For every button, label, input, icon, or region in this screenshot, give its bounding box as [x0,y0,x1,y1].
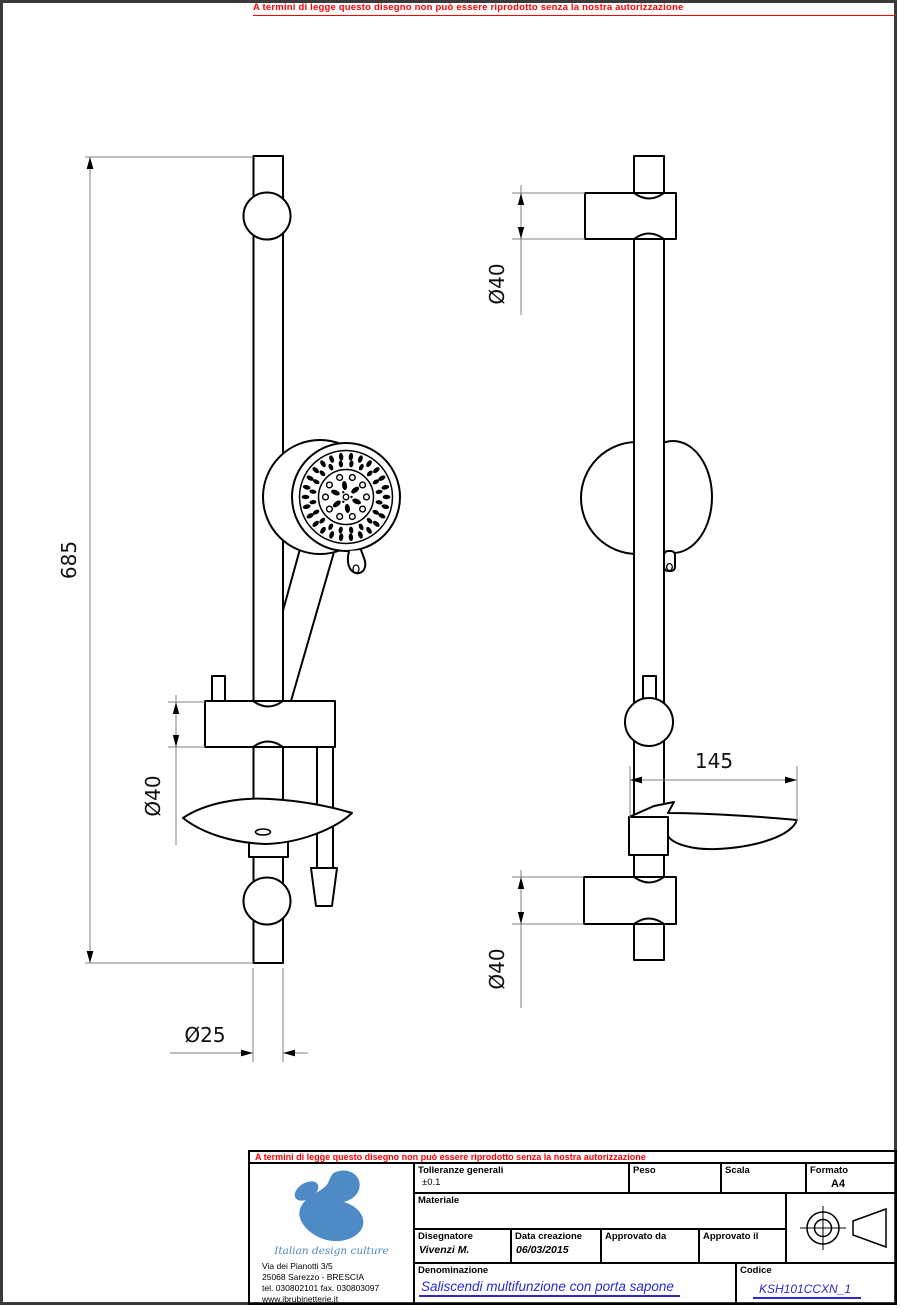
approvato-il-cell: Approvato il [698,1228,787,1264]
website-link[interactable]: www.ibrubinetterie.it [262,1294,339,1304]
peso-cell: Peso [628,1162,722,1194]
side-view [580,155,798,961]
soap-dish-side [628,801,798,851]
projection-symbol-cell [785,1192,897,1264]
dim-rail-diameter: Ø25 [184,1023,225,1047]
denominazione-cell: Denominazione Saliscendi multifunzione c… [413,1262,737,1305]
dimension-arrows [86,157,797,1057]
company-logo-icon [294,1170,364,1242]
peso-label: Peso [633,1165,656,1176]
bottom-bracket-saddle-2 [633,917,665,925]
logo-cell: Italian design culture Via dei Pianotti … [248,1162,415,1305]
soap-dish-front [182,797,353,845]
first-angle-projection-icon [800,1206,887,1250]
formato-label: Formato [810,1165,848,1176]
disegnatore-cell: Disegnatore Vivenzi M. [413,1228,512,1264]
data-creazione-value: 06/03/2015 [516,1244,569,1256]
tolleranze-cell: Tolleranze generali ±0.1 [413,1162,630,1194]
address-line: 25068 Sarezzo - BRESCIA [262,1272,365,1282]
top-bracket-side [584,192,677,240]
formato-value: A4 [831,1178,846,1190]
approvato-da-label: Approvato da [605,1231,667,1242]
codice-value: KSH101CCXN_1 [753,1282,862,1299]
company-address: Via dei Pianotti 3/5 25068 Sarezzo - BRE… [262,1261,413,1305]
bottom-bracket-saddle-1 [633,876,665,884]
front-view [182,155,401,964]
top-legal-disclaimer: A termini di legge questo disegno non pu… [253,2,895,16]
showerhead-hook-side [663,550,676,572]
slider-knob-front [211,675,226,704]
data-creazione-cell: Data creazione 06/03/2015 [510,1228,602,1264]
codice-cell: Codice KSH101CCXN_1 [735,1262,897,1305]
slider-side [624,697,674,747]
denominazione-value: Saliscendi multifunzione con porta sapon… [419,1279,680,1297]
slider-bracket-front [204,700,336,748]
dimension-lines [85,156,798,1062]
dim-soap-dish-length: 145 [695,749,733,773]
top-bracket-saddle-1 [633,192,665,200]
dim-top-bracket-diameter: Ø40 [485,263,509,304]
dim-holder-diameter: Ø40 [141,775,165,816]
company-tagline: Italian design culture [274,1245,389,1257]
disegnatore-label: Disegnatore [418,1231,473,1242]
scala-cell: Scala [720,1162,807,1194]
shower-rail-drawing: 685 Ø40 Ø25 Ø40 145 Ø40 [57,155,798,1062]
top-bracket-front [242,191,292,241]
dish-drain-hole [254,828,272,836]
bottom-bracket-front [242,876,292,926]
materiale-cell: Materiale [413,1192,787,1230]
tolleranze-label: Tolleranze generali [418,1165,504,1176]
dimension-labels: 685 Ø40 Ø25 Ø40 145 Ø40 [57,263,733,1047]
bracket-saddle-bottom [252,740,284,748]
approvato-il-label: Approvato il [703,1231,759,1242]
showerhead-front [262,439,401,575]
tolleranze-value: ±0.1 [422,1177,441,1188]
dish-clamp-side [628,816,669,856]
bracket-saddle-top [252,700,284,708]
materiale-label: Materiale [418,1195,460,1206]
hose-nut-front [310,867,338,907]
approvato-da-cell: Approvato da [600,1228,700,1264]
codice-label: Codice [740,1265,772,1276]
title-block: A termini di legge questo disegno non pu… [248,1150,897,1305]
formato-cell: Formato A4 [805,1162,897,1194]
top-bracket-saddle-2 [633,232,665,240]
dim-overall-height: 685 [57,541,81,579]
showerhead-hook-front [346,549,367,575]
dim-bottom-bracket-diameter: Ø40 [485,948,509,989]
denominazione-label: Denominazione [418,1265,489,1276]
nozzle-pattern [301,452,391,542]
address-line: tel. 030802101 fax. 030803097 [262,1283,380,1293]
address-line: Via dei Pianotti 3/5 [262,1261,333,1271]
scala-label: Scala [725,1165,750,1176]
disegnatore-value: Vivenzi M. [419,1244,470,1256]
data-creazione-label: Data creazione [515,1231,583,1242]
bottom-bracket-side [583,876,677,925]
